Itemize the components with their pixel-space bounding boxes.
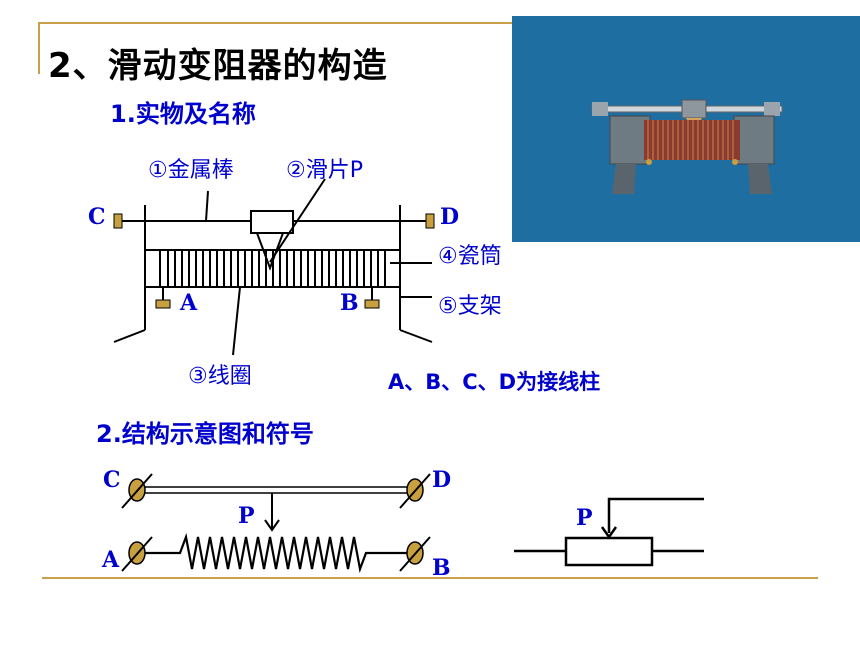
section-structure-symbol: 2.结构示意图和符号 (96, 420, 314, 448)
terminal-c-label: C (88, 204, 106, 230)
terminal-a-label: A (180, 290, 198, 316)
label-bracket: ⑤支架 (438, 294, 502, 319)
terminal-b-label: B (340, 290, 359, 316)
symbol-p-label: P (576, 505, 593, 531)
rheostat-photo (512, 16, 860, 242)
left-divider (38, 22, 40, 74)
section-real-object: 1.实物及名称 (110, 100, 256, 128)
label-metal-rod: ①金属棒 (148, 158, 234, 183)
terminal-d-label: D (440, 204, 460, 230)
label-slider: ②滑片P (286, 158, 363, 183)
terminals-note: A、B、C、D为接线柱 (388, 370, 601, 394)
schematic-p-label: P (238, 503, 255, 529)
label-porcelain-tube: ④瓷筒 (438, 244, 502, 269)
schematic-b-label: B (432, 555, 451, 581)
slide-title: 2、滑动变阻器的构造 (48, 46, 388, 86)
top-divider (38, 22, 518, 24)
schematic-a-label: A (102, 547, 120, 573)
schematic-d-label: D (432, 467, 452, 493)
label-coil: ③线圈 (188, 364, 252, 389)
bottom-divider (42, 577, 818, 579)
schematic-c-label: C (103, 467, 121, 493)
